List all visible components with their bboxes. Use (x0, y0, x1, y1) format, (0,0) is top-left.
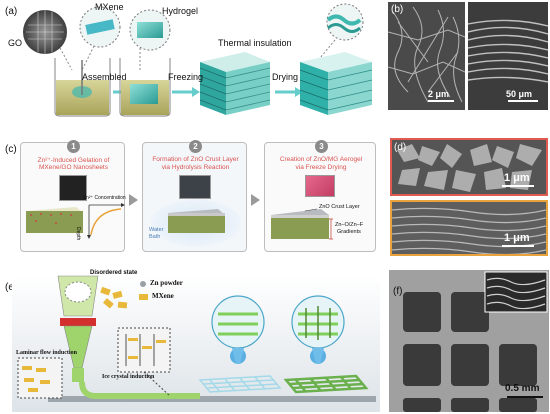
panel-b-tag: (b) (391, 4, 404, 15)
step-3-diagram (271, 208, 333, 240)
panel-a-illustration (23, 3, 373, 117)
step-2-diagram (168, 209, 225, 233)
panel-f: (f) 0.5 mm (389, 270, 549, 412)
panel-c-tag: (c) (5, 144, 17, 155)
step-1-diagram (26, 203, 125, 239)
step-1-photo (59, 175, 87, 201)
panel-d-tag: (d) (394, 142, 407, 153)
zno-crust-label: ZnO Crust Layer (319, 204, 360, 210)
panel-f-tag: (f) (393, 286, 403, 297)
panel-d: (d) 1 μm 1 μm (390, 138, 548, 256)
scalebar-f (507, 396, 543, 398)
gradients-label-line1: Zn–O/Zn–F (335, 222, 364, 228)
step-2-number: 2 (189, 140, 202, 153)
assembled-label: Assembled (82, 72, 127, 82)
scalebar-b1-label: 2 μm (428, 89, 450, 99)
step-3-title-line2: via Freeze Drying (295, 164, 347, 171)
step-2-title-line1: Formation of ZnO Crust Layer (152, 156, 239, 163)
step-1-conc-label: Zn²⁺ Concentration (83, 195, 126, 201)
scalebar-d1 (502, 185, 534, 187)
wavy-sheet-zoom (326, 3, 364, 41)
hydrogel-label: Hydrogel (162, 6, 199, 16)
arrow-1-2 (129, 194, 138, 206)
sem-image-f: (f) 0.5 mm (389, 270, 549, 412)
step-1-box: 1 Zn²⁺-Induced Gelation of MXene/GO Nano… (20, 140, 126, 252)
ice-crystal-label: Ice crystal induction (102, 374, 155, 380)
step-3-photo (305, 175, 335, 197)
frozen-block (199, 52, 271, 115)
step-3-title-line1: Creation of ZnO/MG Aerogel (279, 156, 363, 163)
water-label: Water (149, 227, 164, 233)
step-2-photo (179, 175, 211, 199)
laminar-flow-label: Laminar flow induction (16, 350, 77, 356)
lattice-1 (198, 295, 282, 393)
scalebar-b2 (508, 100, 538, 102)
bath-label: Bath (149, 234, 161, 240)
scalebar-b1 (428, 100, 454, 102)
mxene-sphere-icon (79, 6, 121, 48)
scalebar-d2 (502, 245, 534, 247)
zn-powder-label: Zn powder (150, 279, 183, 287)
go-sphere-icon (23, 10, 67, 54)
freezing-label: Freezing (168, 72, 204, 82)
step-3-number: 3 (315, 140, 328, 153)
step-1-depth-label: Depth (75, 227, 81, 241)
step-1-number: 1 (67, 140, 80, 153)
sem-image-d2: 1 μm (390, 200, 548, 256)
scalebar-f-label: 0.5 mm (505, 383, 540, 394)
panel-e-tag: (e) (5, 282, 18, 293)
scalebar-d2-label: 1 μm (504, 232, 530, 244)
disordered-state-label: Disordered state (90, 270, 138, 276)
panel-e-illustration (12, 274, 380, 412)
nozzle (57, 275, 99, 382)
step-2-title-line2: via Hydrolysis Reaction (161, 164, 230, 171)
scalebar-d1-label: 1 μm (504, 172, 530, 184)
panel-c: (c) 1 Zn²⁺-Induced Gelation of MXene/GO … (0, 138, 382, 256)
sem-image-d1: (d) 1 μm (390, 138, 548, 196)
thermal-insulation-label: Thermal insulation (218, 38, 292, 48)
aerogel-block (299, 52, 373, 115)
drying-label: Drying (272, 72, 299, 82)
panel-a: (a) (0, 0, 378, 120)
step-1-title-line1: Zn²⁺-Induced Gelation of (37, 157, 110, 164)
step-1-title-line2: MXene/GO Nanosheets (38, 164, 108, 171)
mxene-label: MXene (95, 2, 124, 12)
arrow-2-3 (251, 194, 260, 206)
sem-image-b2: 50 μm (468, 2, 548, 110)
scalebar-b2-label: 50 μm (506, 89, 533, 99)
sem-image-b1: (b) 2 μm (388, 2, 465, 110)
hydrogel-sphere-icon (129, 9, 171, 51)
gradients-label-line2: Gradients (337, 229, 361, 235)
step-2-box: 2 Formation of ZnO Crust Layer via Hydro… (142, 140, 247, 252)
panel-b: (b) 2 μm 50 μm (388, 2, 548, 112)
lattice-2 (283, 295, 369, 394)
panel-e: (e) (0, 268, 382, 414)
beaker-2 (119, 58, 171, 117)
step-3-box: 3 Creation of ZnO/MG Aerogel via Freeze … (264, 140, 376, 252)
mxene-legend-label: MXene (152, 292, 174, 300)
go-label: GO (8, 38, 23, 48)
panel-a-tag: (a) (5, 6, 18, 17)
beaker-1 (54, 58, 111, 117)
